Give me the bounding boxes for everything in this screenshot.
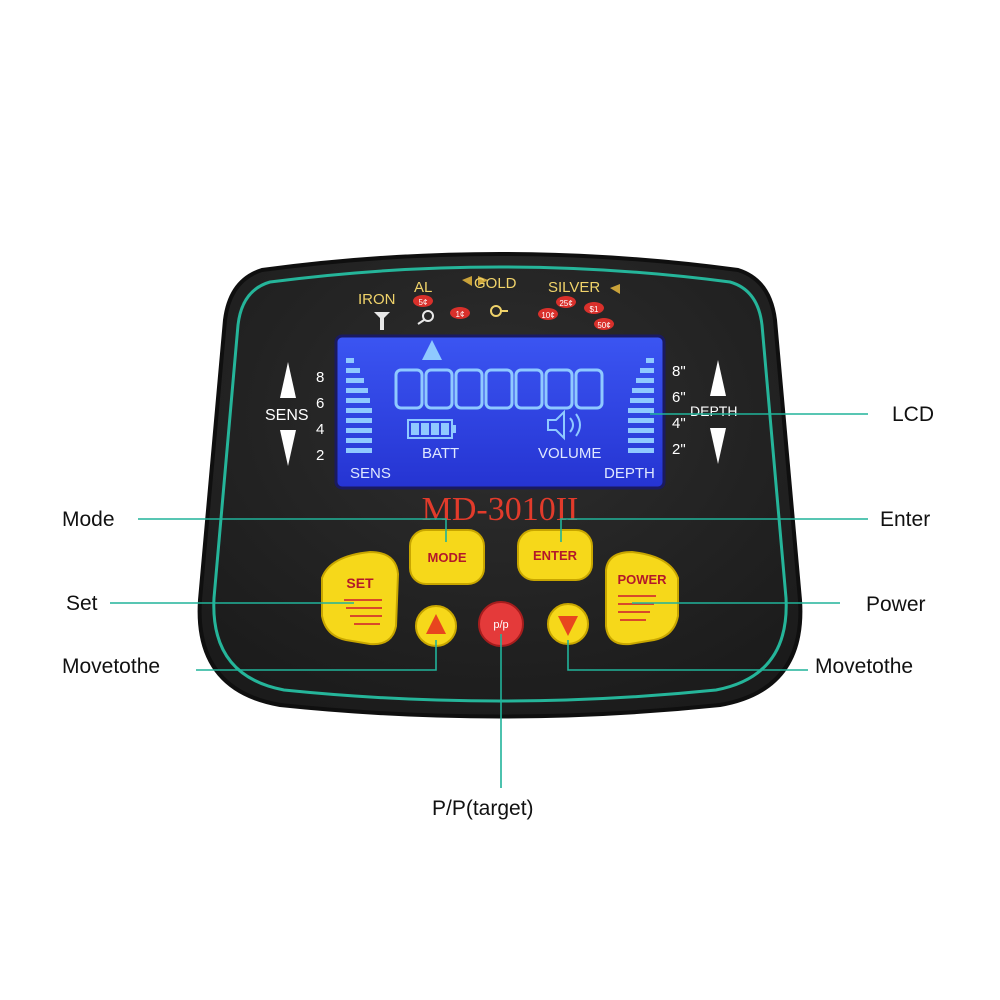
- lcd-digit: [394, 368, 424, 410]
- depth-down-arrow-icon: [710, 428, 726, 464]
- scale-end-arrow-icon: [610, 284, 620, 294]
- set-stripes-icon: [344, 599, 382, 625]
- depth-scale: DEPTH 8" 6" 4" 2": [672, 360, 737, 464]
- move-down-button[interactable]: [547, 603, 589, 645]
- callout-lcd: LCD: [892, 403, 934, 426]
- ring-pull-tab-icon: [417, 319, 425, 325]
- lcd-digit: [484, 368, 514, 410]
- depth-tick: 6": [672, 389, 686, 406]
- callout-pp-target: P/P(target): [432, 797, 534, 820]
- scale-al: AL: [414, 279, 432, 296]
- lcd-depth-label: DEPTH: [604, 465, 655, 482]
- lcd-sens-label: SENS: [350, 465, 391, 482]
- power-button[interactable]: POWER: [605, 550, 679, 646]
- ring-pull-icon: [422, 310, 434, 322]
- lcd-digit: [574, 368, 604, 410]
- enter-button[interactable]: ENTER: [517, 529, 593, 581]
- model-label: MD-3010II: [422, 491, 579, 528]
- depth-bar-stack: [628, 358, 654, 453]
- scale-gold: GOLD: [474, 275, 517, 292]
- sens-up-arrow-icon: [280, 362, 296, 398]
- pinpoint-button-label: p/p: [493, 619, 508, 631]
- set-button[interactable]: SET: [321, 550, 400, 646]
- battery-icon: [407, 419, 456, 439]
- scale-arrows-icon: [462, 276, 488, 286]
- power-button-label: POWER: [617, 572, 667, 587]
- scale-silver: SILVER: [548, 279, 600, 296]
- callout-line-move-left: [196, 640, 437, 671]
- coin-badge: 10¢: [541, 311, 554, 320]
- lcd-screen: SENS BATT VOLUME DEPTH: [334, 334, 666, 490]
- sens-tick: 6: [316, 395, 324, 412]
- sens-bar-stack: [346, 358, 372, 453]
- callout-line-move-right: [567, 640, 808, 671]
- mode-button[interactable]: MODE: [409, 529, 485, 585]
- digit-display: [394, 368, 604, 410]
- lcd-digit: [424, 368, 454, 410]
- coin-badge: 50¢: [597, 321, 610, 330]
- sens-tick: 8: [316, 369, 324, 386]
- callout-set: Set: [66, 592, 98, 615]
- callout-power: Power: [866, 593, 926, 616]
- lcd-volume-label: VOLUME: [538, 445, 601, 462]
- lcd-batt-label: BATT: [422, 445, 459, 462]
- depth-tick: 4": [672, 415, 686, 432]
- coin-badge: 5¢: [419, 298, 428, 307]
- coin-badge: $1: [590, 305, 599, 314]
- depth-up-arrow-icon: [710, 360, 726, 396]
- battery-cell: [431, 423, 439, 435]
- coin-badge: 1¢: [456, 310, 465, 319]
- move-up-button[interactable]: [415, 605, 457, 647]
- metal-scale: IRON AL GOLD SILVER 5¢ 1¢ 25¢ 10¢ $1 50¢: [358, 275, 620, 330]
- callout-enter: Enter: [880, 508, 930, 531]
- mode-button-label: MODE: [428, 550, 467, 565]
- coin-badges: 5¢ 1¢ 25¢ 10¢ $1 50¢: [413, 295, 614, 330]
- coin-badge: 25¢: [559, 299, 572, 308]
- callout-lines: [110, 413, 868, 788]
- callout-move-right: Movetothe: [815, 655, 913, 678]
- set-button-label: SET: [346, 575, 374, 591]
- sens-tick: 2: [316, 447, 324, 464]
- speaker-icon: [547, 409, 581, 441]
- sens-label: SENS: [265, 407, 309, 424]
- callout-line-enter: [560, 518, 868, 542]
- depth-tick: 2": [672, 441, 686, 458]
- power-stripes-icon: [618, 595, 656, 621]
- lcd-digit: [544, 368, 574, 410]
- callout-mode: Mode: [62, 508, 115, 531]
- down-arrow-icon: [558, 616, 578, 636]
- lcd-digit: [514, 368, 544, 410]
- sens-down-arrow-icon: [280, 430, 296, 466]
- nail-icon: [374, 312, 390, 330]
- enter-button-label: ENTER: [533, 548, 578, 563]
- battery-cell: [421, 423, 429, 435]
- callout-line-mode: [138, 518, 447, 542]
- battery-cell: [411, 423, 419, 435]
- callout-move-left: Movetothe: [62, 655, 160, 678]
- depth-side-label: DEPTH: [690, 403, 737, 419]
- sens-scale: SENS 8 6 4 2: [265, 362, 324, 466]
- target-pointer-icon: [422, 340, 442, 360]
- up-arrow-icon: [426, 614, 446, 634]
- depth-tick: 8": [672, 363, 686, 380]
- battery-cell: [441, 423, 449, 435]
- scale-iron: IRON: [358, 291, 396, 308]
- sens-tick: 4: [316, 421, 324, 438]
- teal-outline: [212, 265, 788, 703]
- lcd-digit: [454, 368, 484, 410]
